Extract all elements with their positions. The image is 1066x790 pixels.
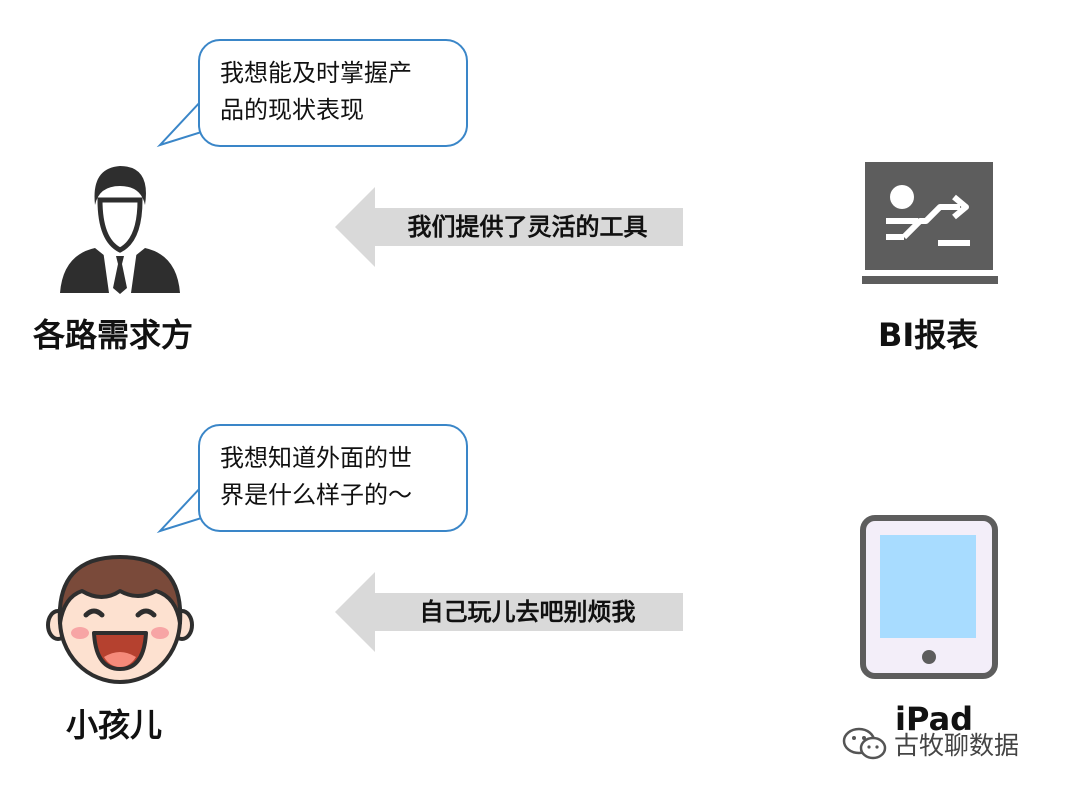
bubble-text-line: 我想知道外面的世 xyxy=(220,444,412,472)
bubble-text-line: 界是什么样子的～ xyxy=(220,481,412,509)
arrow-label: 我们提供了灵活的工具 xyxy=(407,213,648,241)
presentation-board-icon xyxy=(862,160,998,290)
wechat-icon xyxy=(842,727,887,760)
left-arrow: 我们提供了灵活的工具 xyxy=(335,187,685,267)
tablet-icon xyxy=(860,515,998,683)
bubble-text-line: 我想能及时掌握产 xyxy=(220,59,412,87)
left-caption: 小孩儿 xyxy=(66,706,163,744)
watermark-text: 古牧聊数据 xyxy=(894,731,1020,760)
bubble-text-line: 品的现状表现 xyxy=(220,96,364,124)
left-caption: 各路需求方 xyxy=(33,316,194,354)
arrow-label: 自己玩儿去吧别烦我 xyxy=(419,598,636,626)
right-caption: iPad xyxy=(895,700,974,738)
left-arrow: 自己玩儿去吧别烦我 xyxy=(335,572,685,652)
child-face-icon xyxy=(46,545,194,689)
businessman-icon xyxy=(55,160,185,299)
watermark: 古牧聊数据 xyxy=(842,722,1019,766)
right-caption: BI报表 xyxy=(878,316,979,354)
